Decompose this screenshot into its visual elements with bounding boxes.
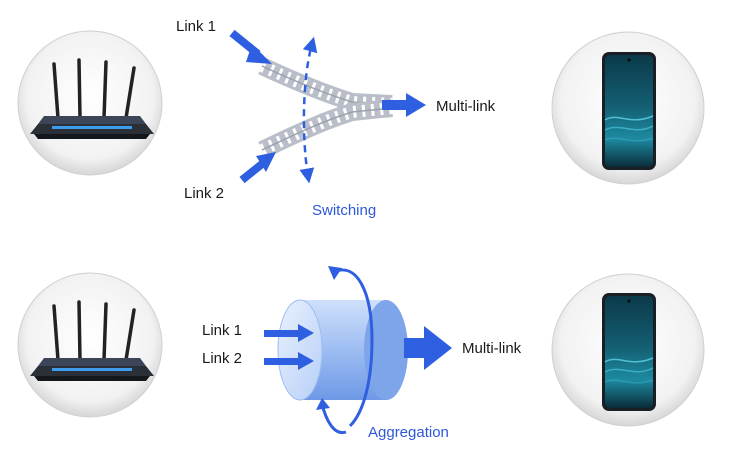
router-icon: [30, 58, 154, 139]
aggregation-label: Aggregation: [368, 424, 449, 441]
link1-arrow-bottom: [264, 324, 314, 342]
top-multilink-label: Multi-link: [436, 98, 496, 115]
link1-arrow-top: [229, 29, 272, 64]
smartphone-icon: [602, 52, 656, 170]
switching-tracks: [258, 57, 393, 159]
switching-indicator: [299, 36, 318, 184]
link2-arrow-top: [239, 152, 276, 184]
aggregation-cylinder: [277, 299, 408, 401]
rotation-arrow: [316, 266, 374, 435]
switching-label: Switching: [312, 202, 377, 219]
top-link1-label: Link 1: [176, 18, 217, 35]
link2-arrow-bottom: [264, 352, 314, 370]
phone-bottom: [551, 273, 705, 427]
router-icon: [30, 300, 154, 381]
bottom-link1-label: Link 1: [202, 322, 243, 339]
phone-top: [551, 31, 705, 185]
bottom-multilink-label: Multi-link: [462, 340, 522, 357]
router-top: [17, 30, 163, 176]
top-link2-label: Link 2: [184, 185, 225, 202]
router-bottom: [17, 272, 163, 418]
multilink-arrow-bottom: [404, 326, 452, 370]
multilink-arrow-top: [382, 93, 426, 117]
smartphone-icon: [602, 293, 656, 411]
bottom-link2-label: Link 2: [202, 350, 243, 367]
